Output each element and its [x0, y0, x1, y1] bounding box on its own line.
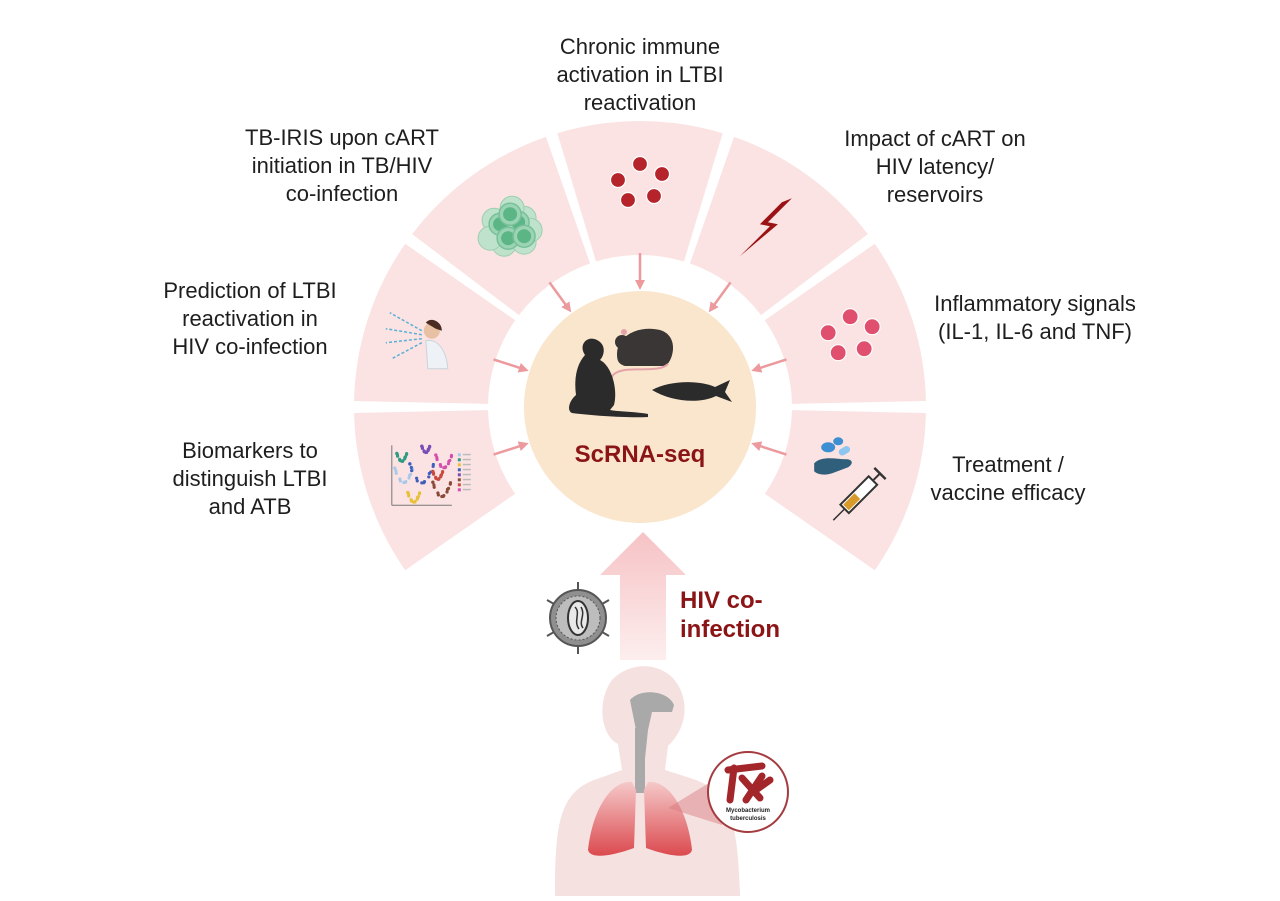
cytokine-dots-icon	[819, 308, 881, 362]
segment-cart	[689, 136, 868, 316]
arrow-treatment	[751, 441, 787, 456]
segment-label-chronic: Chronic immune activation in LTBI reacti…	[556, 34, 724, 115]
pills-syringe-icon	[814, 437, 887, 521]
segment-label-prediction: Prediction of LTBI reactivation in HIV c…	[163, 278, 337, 359]
center-title: ScRNA-seq	[575, 441, 706, 468]
cell-cluster-icon	[477, 195, 543, 257]
coughing-person-icon	[385, 312, 449, 370]
hiv-input-arrow	[600, 532, 686, 660]
arrow-inflammatory	[751, 358, 787, 373]
red-cells-icon	[609, 155, 671, 209]
hiv-coinfection-label: HIV co- infection	[680, 587, 780, 643]
segment-chronic	[557, 121, 723, 262]
pathogen-label-2: tuberculosis	[730, 816, 766, 822]
segment-label-treatment: Treatment / vaccine efficacy	[930, 452, 1086, 505]
zebrafish-icon	[652, 380, 732, 402]
hiv-virion-icon	[546, 582, 610, 654]
monkey-icon	[569, 338, 648, 418]
mouse-icon	[611, 328, 674, 379]
segment-icons	[385, 155, 887, 521]
pathogen-label-1: Mycobacterium	[726, 808, 770, 814]
segment-treatment	[764, 410, 926, 571]
human-lungs-icon: Mycobacterium tuberculosis	[555, 666, 789, 896]
segment-label-cart: Impact of cART on HIV latency/ reservoir…	[844, 126, 1026, 207]
arrow-prediction	[493, 358, 529, 373]
arrow-cart	[708, 281, 732, 313]
segment-biomarkers	[354, 410, 516, 571]
tsne-plot-icon	[391, 444, 471, 506]
segment-label-tb-iris: TB-IRIS upon cART initiation in TB/HIV c…	[245, 125, 439, 206]
segments-ring	[354, 121, 926, 571]
arrow-biomarkers	[493, 441, 529, 456]
segment-label-biomarkers: Biomarkers to distinguish LTBI and ATB	[172, 438, 328, 519]
arrow-tb-iris	[548, 281, 572, 313]
center-circle	[524, 291, 756, 523]
segment-arrows	[493, 253, 787, 456]
segment-label-inflammatory: Inflammatory signals (IL-1, IL-6 and TNF…	[934, 291, 1136, 344]
